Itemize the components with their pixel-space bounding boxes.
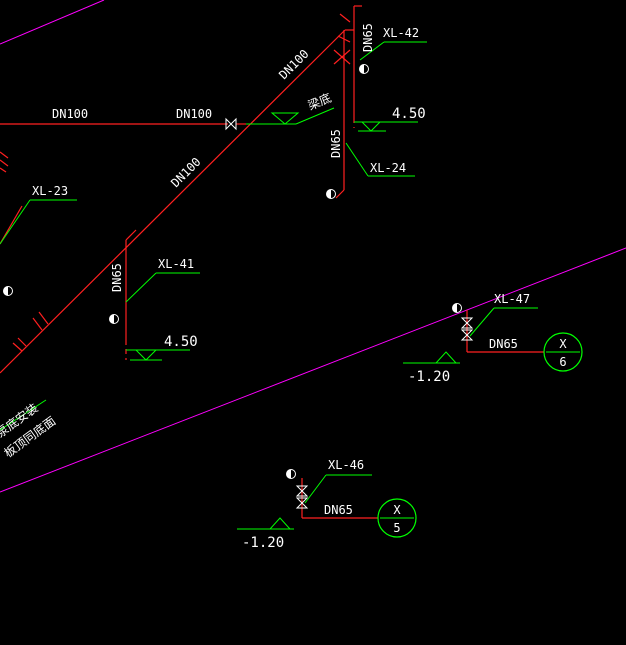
pipe-label-dn65-xl42: DN65 bbox=[361, 23, 375, 52]
pipe-label-dn65-xl41: DN65 bbox=[110, 263, 124, 292]
riser-tag-xl42: XL-42 bbox=[383, 26, 419, 40]
gate-valve-xl46[interactable] bbox=[295, 485, 309, 509]
nozzle-xl24 bbox=[326, 189, 336, 199]
axis-marker-6-top: X bbox=[559, 337, 567, 351]
elevation-value-xl47: -1.20 bbox=[408, 369, 450, 385]
nozzle-xl47 bbox=[452, 303, 462, 313]
axis-marker-5[interactable]: X 5 bbox=[377, 498, 417, 538]
axis-marker-5-bottom: 5 bbox=[393, 521, 400, 535]
dashed-risers bbox=[125, 118, 355, 360]
pipe-label-dn65-xl46: DN65 bbox=[324, 503, 353, 517]
nozzle-xl42 bbox=[359, 64, 369, 74]
elevation-marker-lower-left bbox=[126, 349, 190, 361]
riser-tag-xl23: XL-23 bbox=[32, 184, 68, 198]
elevation-marker-upper-right bbox=[354, 121, 418, 132]
pipe-label-dn100-diag-upper: DN100 bbox=[276, 47, 311, 82]
elevation-marker-xl46 bbox=[237, 517, 294, 530]
pipe-label-dn65-xl47: DN65 bbox=[489, 337, 518, 351]
axis-marker-6-bottom: 6 bbox=[559, 355, 566, 369]
pipe-label-dn100-diag-lower: DN100 bbox=[168, 155, 203, 190]
elevation-marker-beam bbox=[270, 112, 300, 125]
elevation-value-xl46: -1.20 bbox=[242, 535, 284, 551]
pipe-label-dn100-left: DN100 bbox=[52, 107, 88, 121]
riser-tag-xl46: XL-46 bbox=[328, 458, 364, 472]
main-pipe bbox=[0, 5, 544, 519]
nozzle-xl46 bbox=[286, 469, 296, 479]
pipe-label-dn100-mid: DN100 bbox=[176, 107, 212, 121]
riser-tag-xl47: XL-47 bbox=[494, 292, 530, 306]
pipe-label-dn65-xl24: DN65 bbox=[329, 129, 343, 158]
riser-tag-xl24: XL-24 bbox=[370, 161, 406, 175]
boundary-line-top bbox=[0, 0, 105, 45]
nozzle-xl41 bbox=[109, 314, 119, 324]
gate-valve-xl47[interactable] bbox=[460, 317, 474, 341]
riser-tag-xl41: XL-41 bbox=[158, 257, 194, 271]
axis-marker-5-top: X bbox=[393, 503, 401, 517]
axis-marker-6[interactable]: X 6 bbox=[543, 332, 583, 372]
nozzle-xl23 bbox=[3, 286, 13, 296]
note-beam-bottom: 梁底 bbox=[306, 90, 334, 113]
elevation-value-upper-right: 4.50 bbox=[392, 106, 426, 122]
boundary-line-diagonal bbox=[0, 247, 626, 493]
break-marks bbox=[0, 13, 351, 352]
elevation-value-lower-left: 4.50 bbox=[164, 334, 198, 350]
gate-valve-main[interactable] bbox=[225, 117, 237, 131]
elevation-marker-xl47 bbox=[403, 351, 460, 364]
leader-lines bbox=[0, 41, 538, 504]
